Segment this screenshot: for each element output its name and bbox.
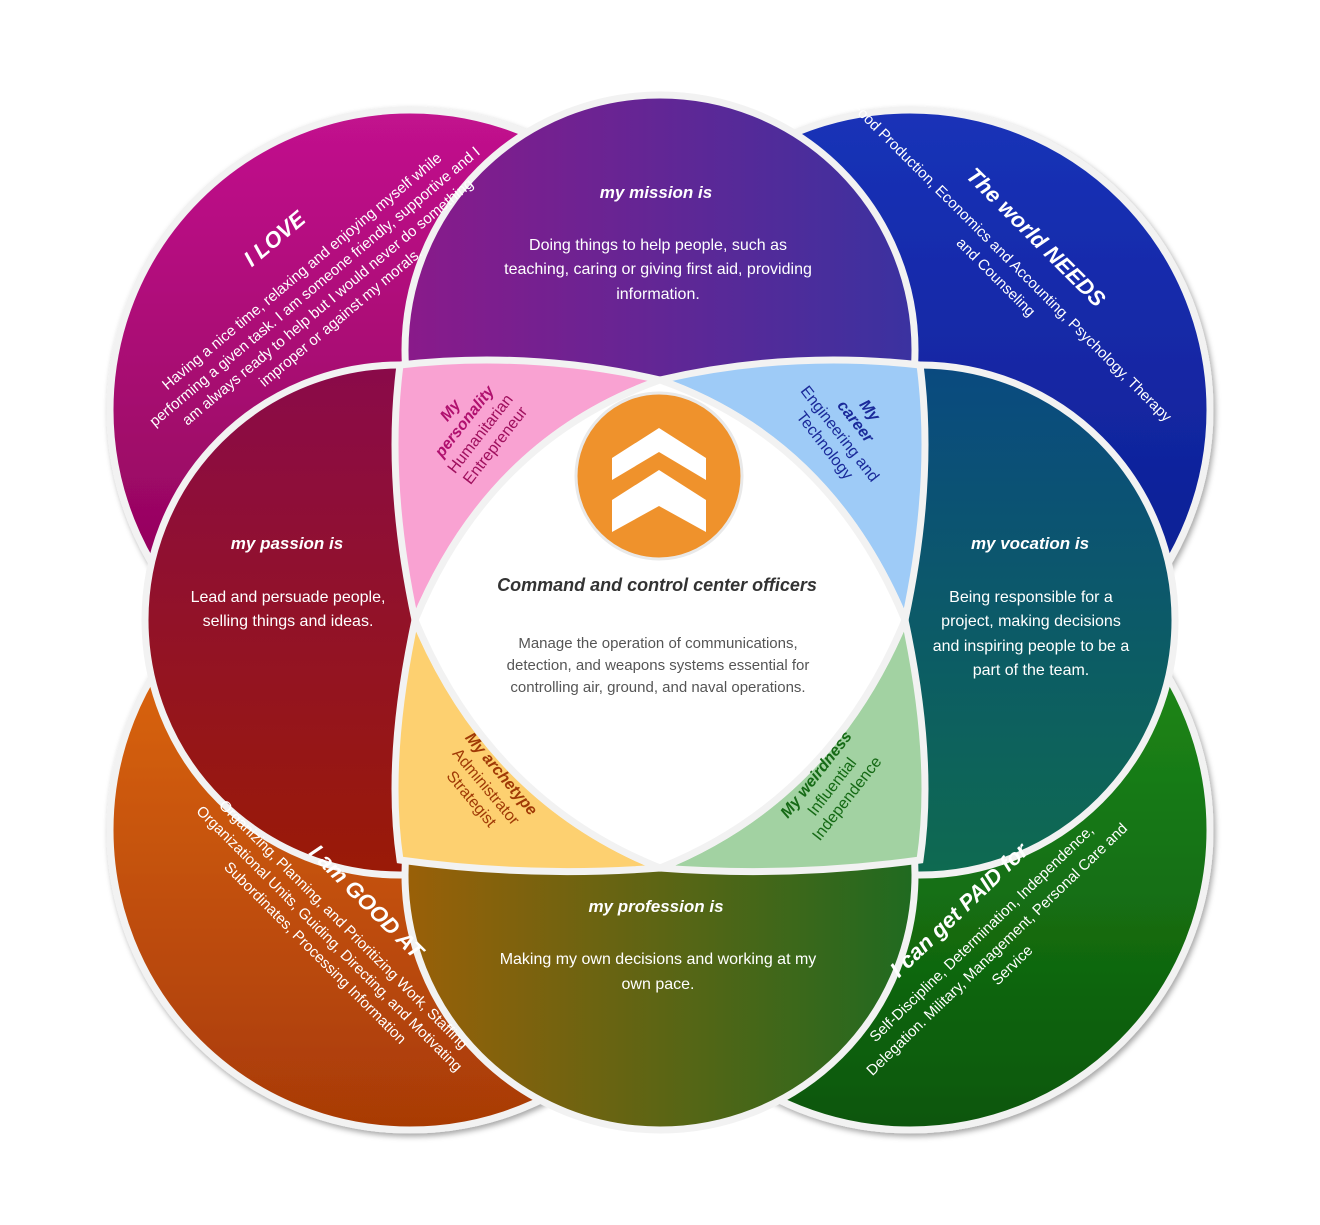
mission-text: my mission is Doing things to help peopl… [504,183,812,303]
mission-line: teaching, caring or giving first aid, pr… [504,261,812,278]
profession-line: Making my own decisions and working at m… [500,951,817,968]
vocation-title: my vocation is [971,534,1089,553]
mission-line: Doing things to help people, such as [529,237,787,254]
center-text: Command and control center officers Mana… [497,575,817,696]
vocation-line: part of the team. [973,662,1090,679]
center-title: Command and control center officers [497,575,817,595]
center-line: detection, and weapons systems essential… [507,657,810,674]
mission-line: information. [616,286,700,303]
passion-text: my passion is Lead and persuade people, … [191,534,386,630]
mission-title: my mission is [600,183,712,202]
profession-text: my profession is Making my own decisions… [500,897,817,993]
center-line: controlling air, ground, and naval opera… [510,679,805,696]
passion-line: Lead and persuade people, [191,589,386,606]
vocation-line: and inspiring people to be a [933,638,1130,655]
profession-title: my profession is [588,897,723,916]
profession-line: own pace. [622,976,695,993]
passion-title: my passion is [231,534,343,553]
center-region [411,376,909,872]
vocation-line: Being responsible for a [949,589,1113,606]
chevron-logo-icon [574,391,744,561]
center-line: Manage the operation of communications, [518,635,797,652]
vocation-text: my vocation is Being responsible for a p… [933,534,1130,679]
passion-line: selling things and ideas. [203,613,374,630]
vocation-line: project, making decisions [941,613,1121,630]
